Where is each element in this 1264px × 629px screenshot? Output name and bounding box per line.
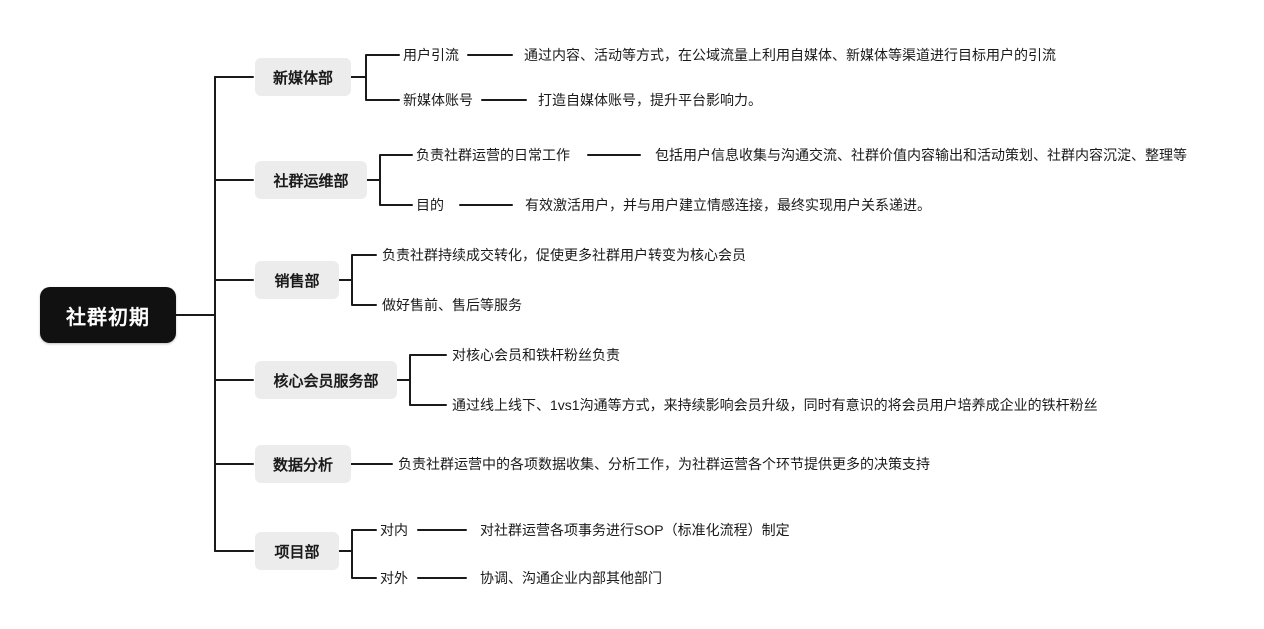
leaf-after-sales-service[interactable]: 做好售前、售后等服务 (382, 297, 522, 313)
branch-node-data-analysis[interactable]: 数据分析 (255, 445, 351, 483)
bracket-branch-2 (366, 154, 413, 206)
leaf-data-collection[interactable]: 负责社群运营中的各项数据收集、分析工作，为社群运营各个环节提供更多的决策支持 (398, 456, 930, 472)
branch-node-sales[interactable]: 销售部 (255, 261, 339, 299)
leaf-core-fans[interactable]: 对核心会员和铁杆粉丝负责 (452, 347, 620, 363)
branch-node-community-ops[interactable]: 社群运维部 (255, 161, 367, 199)
branch-node-core-member-service[interactable]: 核心会员服务部 (255, 361, 397, 399)
leaf-media-account-desc[interactable]: 打造自媒体账号，提升平台影响力。 (538, 92, 762, 108)
branch-node-new-media[interactable]: 新媒体部 (255, 58, 351, 96)
leaf-purpose-desc[interactable]: 有效激活用户，并与用户建立情感连接，最终实现用户关系递进。 (525, 197, 931, 213)
leaf-media-account-label[interactable]: 新媒体账号 (403, 92, 473, 108)
bracket-branch-3 (338, 254, 377, 306)
branch-label: 项目部 (274, 543, 320, 561)
branch-label: 新媒体部 (272, 69, 333, 87)
leaf-internal-desc[interactable]: 对社群运营各项事务进行SOP（标准化流程）制定 (480, 522, 790, 538)
branch-label: 销售部 (274, 272, 320, 290)
root-node[interactable]: 社群初期 (40, 287, 176, 343)
leaf-user-traffic-desc[interactable]: 通过内容、活动等方式，在公域流量上利用自媒体、新媒体等渠道进行目标用户的引流 (524, 47, 1056, 63)
leaf-conversion[interactable]: 负责社群持续成交转化，促使更多社群用户转变为核心会员 (382, 247, 746, 263)
bracket-branch-4 (396, 354, 447, 406)
branch-label: 数据分析 (272, 456, 333, 474)
bracket-branch-6 (338, 529, 377, 579)
bracket-branch-1 (350, 54, 400, 101)
leaf-daily-work-desc[interactable]: 包括用户信息收集与沟通交流、社群价值内容输出和活动策划、社群内容沉淀、整理等 (655, 147, 1187, 163)
leaf-purpose-label[interactable]: 目的 (416, 197, 444, 213)
leaf-internal-label[interactable]: 对内 (380, 522, 408, 538)
leaf-member-upgrade[interactable]: 通过线上线下、1vs1沟通等方式，来持续影响会员升级，同时有意识的将会员用户培养… (452, 397, 1098, 413)
leaf-external-desc[interactable]: 协调、沟通企业内部其他部门 (480, 570, 662, 586)
root-node-label: 社群初期 (66, 306, 150, 329)
branch-label: 社群运维部 (273, 172, 349, 190)
leaf-user-traffic-label[interactable]: 用户引流 (403, 47, 459, 63)
leaf-daily-work-label[interactable]: 负责社群运营的日常工作 (416, 147, 570, 163)
branch-node-project[interactable]: 项目部 (255, 532, 339, 570)
branch-label: 核心会员服务部 (273, 372, 379, 390)
leaf-external-label[interactable]: 对外 (380, 570, 408, 586)
